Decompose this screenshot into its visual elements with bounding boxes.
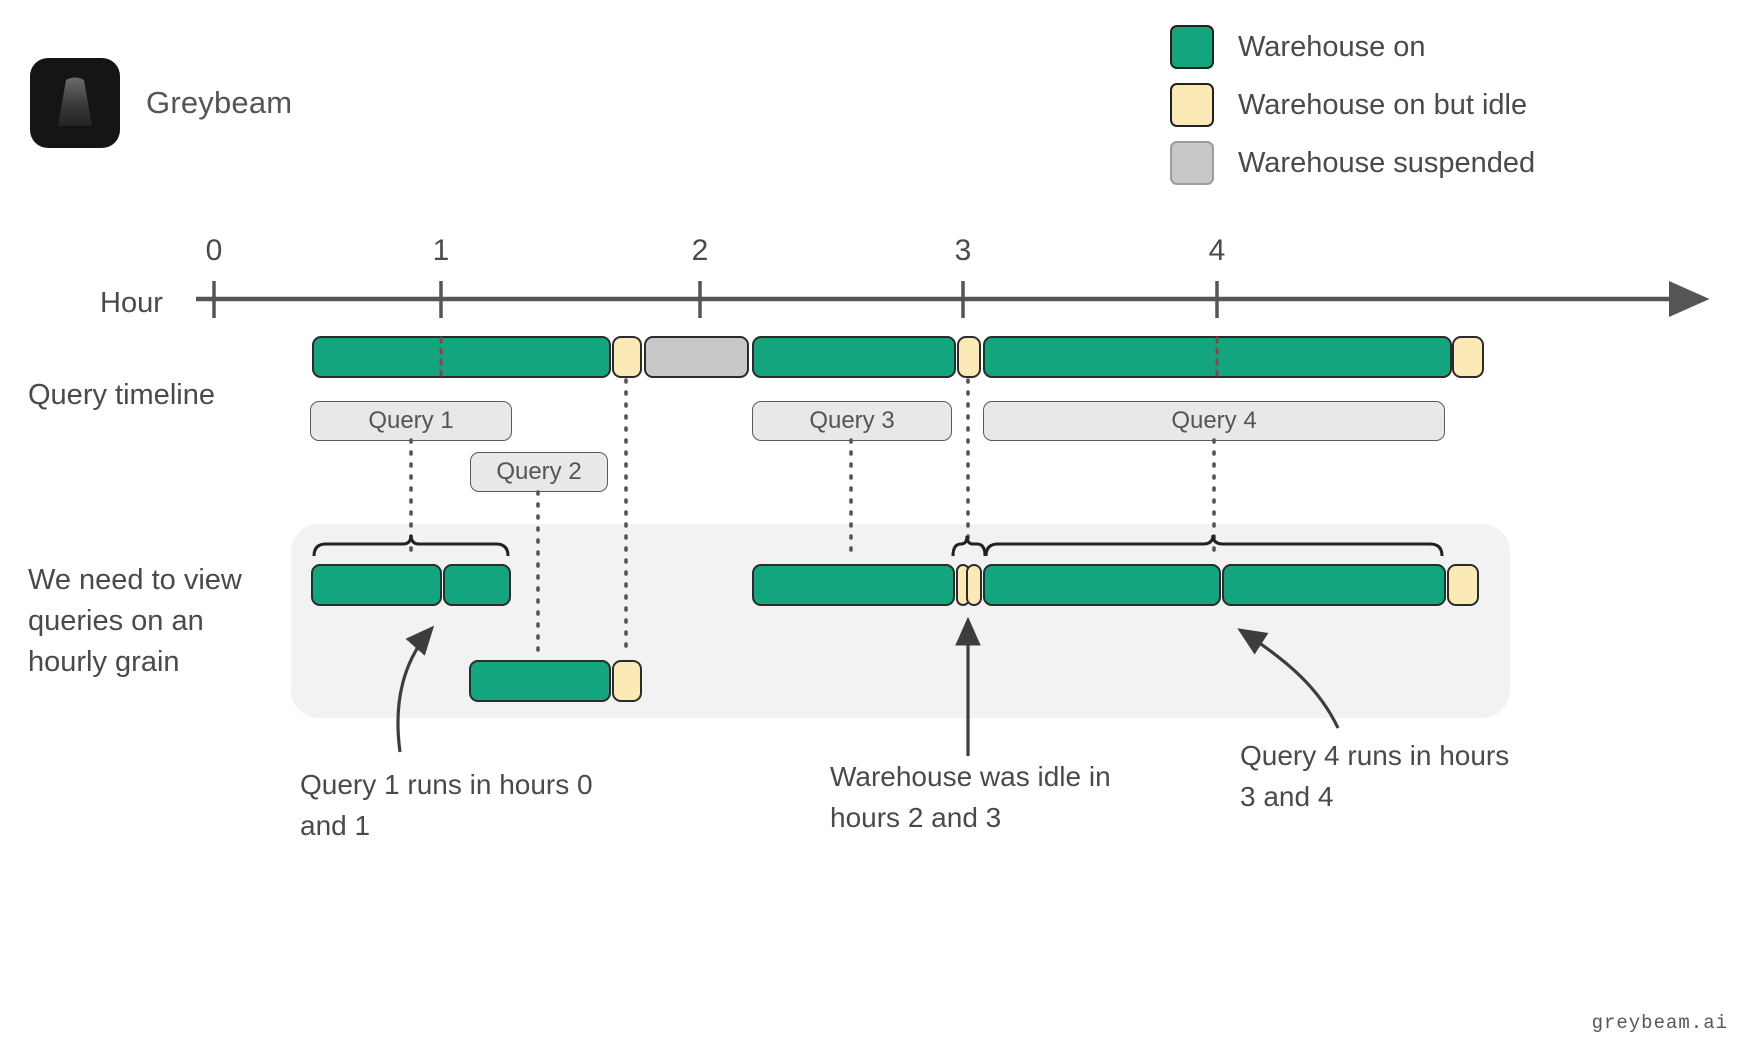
timeline-segment-idle-1 [612,336,642,378]
brace-query4-hours [984,534,1444,557]
axis-tick-0: 0 [206,234,223,267]
axis-tick-4: 4 [1209,234,1226,267]
grain-q1-hour0 [311,564,442,606]
query-box-2[interactable]: Query 2 [470,452,608,492]
legend-label-suspended: Warehouse suspended [1238,146,1536,179]
brand-header: Greybeam [30,55,450,151]
legend-item-suspended: Warehouse suspended [1170,134,1730,192]
grain-q4-idle [1447,564,1479,606]
timeline-segment-on-1 [312,336,611,378]
brace-query1-hours [312,534,510,557]
grain-idle-hour3 [966,564,982,606]
grain-q4-hour3 [983,564,1221,606]
brand-name: Greybeam [146,85,293,120]
query-box-4[interactable]: Query 4 [983,401,1445,441]
grain-q3-hour2 [752,564,955,606]
axis-tick-3: 3 [955,234,972,267]
legend: Warehouse on Warehouse on but idle Wareh… [1170,18,1730,192]
legend-item-on: Warehouse on [1170,18,1730,76]
timeline-segment-idle-3 [1452,336,1484,378]
timeline-segment-idle-2 [957,336,981,378]
row-label-query-timeline: Query timeline [28,379,215,411]
footer-watermark: greybeam.ai [1591,1012,1728,1034]
axis-label-hour: Hour [100,287,163,319]
annotation-query1: Query 1 runs in hours 0 and 1 [300,769,593,841]
legend-swatch-suspended-icon [1170,141,1214,185]
beam-logo-icon [30,58,120,148]
timeline-segment-suspended-1 [644,336,749,378]
hour-axis: 0 1 2 3 4 [196,234,1710,318]
legend-swatch-idle-icon [1170,83,1214,127]
grain-q2-idle [612,660,642,702]
grain-q2-hour1 [469,660,611,702]
grain-q1-hour1 [443,564,511,606]
timeline-segment-on-2 [752,336,956,378]
annotation-idle: Warehouse was idle in hours 2 and 3 [830,761,1111,833]
annotation-query4: Query 4 runs in hours 3 and 4 [1240,740,1510,812]
grain-q4-hour4 [1222,564,1446,606]
axis-tick-2: 2 [692,234,709,267]
brace-idle-hours [951,535,987,557]
legend-swatch-on-icon [1170,25,1214,69]
row-label-hourly-grain: We need to view queries on an hourly gra… [28,564,242,679]
legend-item-idle: Warehouse on but idle [1170,76,1730,134]
legend-label-idle: Warehouse on but idle [1238,88,1528,121]
curved-arrow-icon-query1 [396,625,435,753]
axis-tick-1: 1 [433,234,450,267]
legend-label-on: Warehouse on [1238,30,1426,63]
curved-arrow-icon-query4 [1237,628,1340,729]
